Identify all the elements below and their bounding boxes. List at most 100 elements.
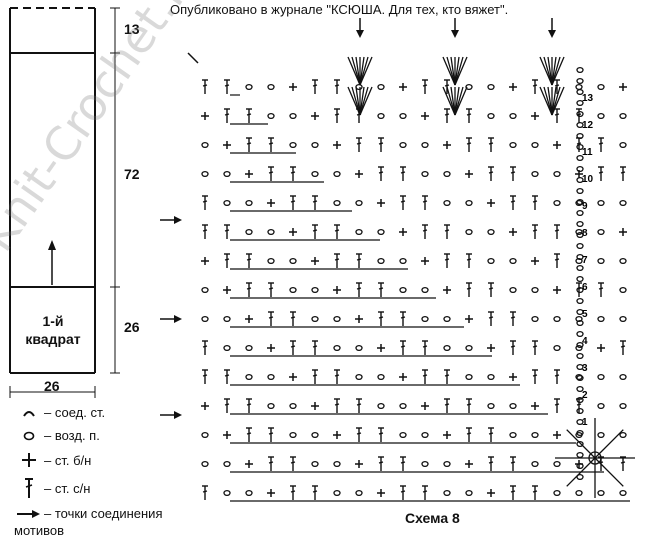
dc-stitch — [510, 166, 516, 181]
slip-stitch-icon — [14, 408, 44, 418]
join-arrow-head — [174, 315, 182, 323]
dc-stitch — [466, 137, 472, 152]
sc-stitch — [553, 141, 561, 149]
dc-stitch — [620, 340, 626, 355]
chain-stitch — [289, 402, 297, 410]
dc-stitch — [532, 369, 538, 384]
chain-stitch — [465, 489, 473, 497]
chain-stitch — [355, 199, 363, 207]
chain-stitch — [576, 231, 584, 239]
chain-stitch — [201, 431, 209, 439]
dc-stitch — [554, 398, 560, 413]
chain-stitch — [333, 170, 341, 178]
chain-stitch — [311, 170, 319, 178]
chain-stitch — [597, 257, 605, 265]
chain-stitch — [619, 489, 627, 497]
dc-stitch — [400, 166, 406, 181]
legend-dc: – ст. с/н — [14, 477, 90, 499]
sc-stitch — [245, 460, 253, 468]
dc-stitch — [400, 340, 406, 355]
dc-stitch — [246, 137, 252, 152]
chain-stitch — [443, 489, 451, 497]
chain-stitch — [531, 286, 539, 294]
dc-stitch — [510, 195, 516, 210]
chain-stitch — [421, 431, 429, 439]
sc-stitch — [333, 431, 341, 439]
chain-stitch — [355, 344, 363, 352]
chain-stitch — [487, 257, 495, 265]
chain-stitch — [576, 396, 584, 404]
chain-stitch — [443, 170, 451, 178]
dc-stitch — [444, 224, 450, 239]
motif-center — [588, 451, 602, 465]
chain-stitch — [576, 176, 584, 184]
chain-stitch — [267, 112, 275, 120]
chain-stitch — [576, 110, 584, 118]
dc-stitch — [268, 427, 274, 442]
sc-stitch — [377, 199, 385, 207]
chain-stitch — [509, 141, 517, 149]
row-number: 3 — [582, 363, 588, 374]
chain-stitch — [597, 431, 605, 439]
chart-caption: Схема 8 — [405, 510, 460, 526]
chain-stitch — [245, 228, 253, 236]
dc-stitch — [532, 195, 538, 210]
chain-stitch — [509, 257, 517, 265]
legend-chain: – возд. п. — [14, 428, 100, 443]
chain-stitch — [576, 154, 584, 162]
sc-stitch — [421, 257, 429, 265]
chain-stitch — [531, 141, 539, 149]
chain-stitch — [576, 66, 584, 74]
sc-stitch — [201, 257, 209, 265]
dc-stitch — [356, 282, 362, 297]
dc-stitch — [312, 369, 318, 384]
fan-stitch — [551, 56, 565, 86]
chain-stitch — [289, 257, 297, 265]
sc-stitch — [333, 141, 341, 149]
dc-stitch — [378, 311, 384, 326]
dc-stitch — [356, 253, 362, 268]
chain-stitch — [333, 344, 341, 352]
sc-stitch — [553, 286, 561, 294]
chain-stitch — [576, 297, 584, 305]
dc-stitch — [466, 398, 472, 413]
chain-stitch — [465, 199, 473, 207]
sc-stitch — [245, 170, 253, 178]
chain-stitch — [619, 373, 627, 381]
motif-spoke — [566, 457, 596, 487]
chain-stitch — [267, 83, 275, 91]
dc-stitch — [400, 311, 406, 326]
row-number: 13 — [582, 93, 594, 104]
fan-stitch — [547, 86, 553, 116]
dc-stitch — [268, 282, 274, 297]
chain-stitch — [267, 402, 275, 410]
dc-stitch — [488, 427, 494, 442]
fan-stitch — [359, 56, 373, 86]
dc-stitch — [202, 195, 208, 210]
sc-stitch — [399, 83, 407, 91]
chain-stitch — [531, 431, 539, 439]
legend-join: – точки соединения — [14, 506, 163, 521]
chain-stitch — [245, 344, 253, 352]
fan-stitch — [351, 86, 361, 116]
dc-stitch — [224, 79, 230, 94]
sc-stitch — [553, 431, 561, 439]
sc-stitch — [311, 112, 319, 120]
sc-stitch — [201, 402, 209, 410]
chain-stitch — [576, 418, 584, 426]
dc-stitch — [312, 485, 318, 500]
sc-stitch — [443, 431, 451, 439]
legend-slip-stitch-label: – соед. ст. — [44, 405, 106, 420]
join-arrow-head — [174, 411, 182, 419]
chain-stitch — [421, 460, 429, 468]
dc-stitch — [488, 137, 494, 152]
chain-stitch — [597, 489, 605, 497]
chain-stitch — [619, 199, 627, 207]
sc-stitch — [201, 112, 209, 120]
dc-stitch — [246, 253, 252, 268]
chain-stitch — [355, 228, 363, 236]
legend-sc-label: – ст. б/н — [44, 452, 92, 468]
sc-stitch — [223, 431, 231, 439]
dc-stitch — [554, 369, 560, 384]
chain-stitch — [575, 315, 583, 323]
